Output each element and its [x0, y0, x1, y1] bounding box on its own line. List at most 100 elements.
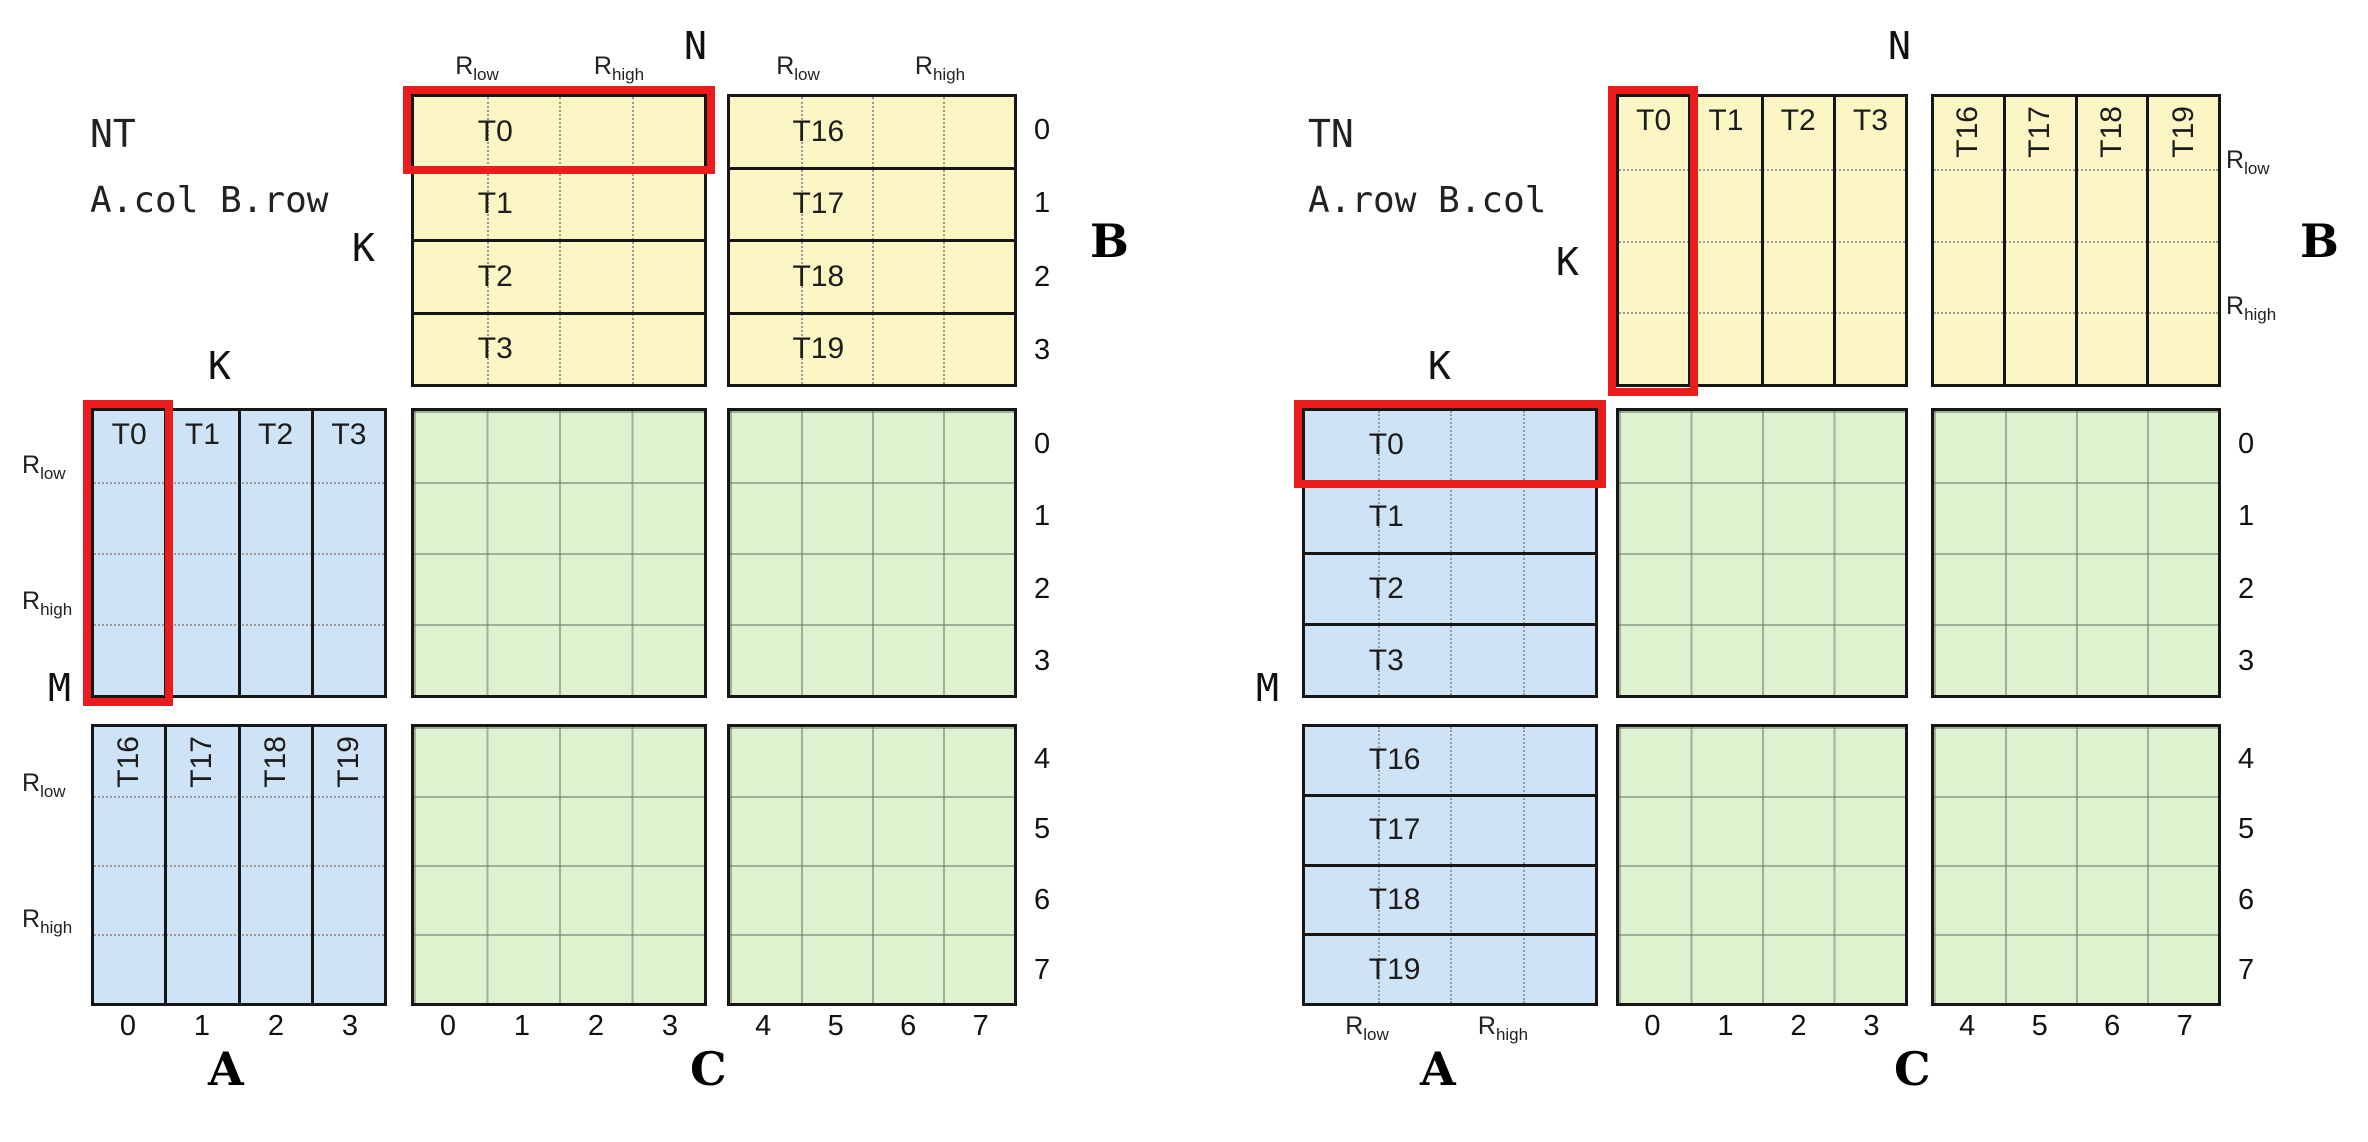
panel-title: NT [90, 112, 136, 156]
tile-label: T1 [184, 418, 220, 451]
matrix-a-label: A [208, 1042, 244, 1096]
r-subscript: high [932, 65, 966, 84]
col-index: 5 [2031, 1010, 2048, 1042]
matrix-b-tileblock-1: T0 T1 T2 T3 [411, 94, 707, 387]
col-index: 1 [1717, 1010, 1734, 1042]
tile-label: T19 [1368, 952, 1421, 986]
tile-label: T2 [1780, 104, 1816, 137]
r-low-label: Rlow [2226, 146, 2270, 179]
tile-strip: T19 [310, 727, 384, 1003]
tile-strip: T1 [1688, 97, 1760, 384]
row-index: 7 [1034, 954, 1051, 987]
tile-label: T3 [331, 418, 367, 451]
r-base: R [1345, 1012, 1364, 1040]
tile-strip: T0 [1305, 411, 1595, 480]
r-base: R [22, 769, 41, 797]
row-index: 4 [1034, 742, 1051, 775]
tile-strip: T18 [1305, 863, 1595, 934]
col-index: 6 [900, 1010, 917, 1042]
tile-strip: T19 [2146, 97, 2218, 384]
k-axis-label: K [1428, 344, 1451, 388]
tile-label: T0 [477, 114, 513, 148]
tile-strip: T19 [730, 311, 1014, 385]
tile-strip: T17 [730, 166, 1014, 240]
tile-strip: T18 [730, 239, 1014, 312]
row-index: 6 [1034, 883, 1051, 916]
n-axis-label: N [1888, 24, 1911, 68]
c-col-indices-left: 0 1 2 3 [411, 1010, 707, 1050]
tile-strip: T16 [730, 97, 1014, 167]
highlight-b-t0 [403, 86, 715, 174]
tile-strip: T18 [237, 727, 311, 1003]
row-index: 3 [1034, 333, 1051, 366]
tile-label: T2 [258, 418, 294, 451]
row-index: 5 [1034, 813, 1051, 846]
row-index: 2 [1034, 260, 1051, 293]
c-row-indices-upper: 0 1 2 3 [2238, 408, 2282, 698]
tile-label: T0 [1368, 428, 1404, 462]
tile-label: T16 [1951, 106, 1985, 158]
row-index: 5 [2238, 813, 2255, 846]
col-index: 2 [267, 1010, 285, 1042]
matrix-b-label: B [1090, 214, 1129, 268]
col-index: 5 [827, 1010, 844, 1042]
tile-strip: T17 [164, 727, 237, 1003]
matrix-a-tileblock-1: T0 T1 T2 T3 [91, 408, 387, 698]
tile-label: T1 [477, 187, 513, 221]
matrix-c-block-br [727, 724, 1017, 1006]
col-index: 0 [1644, 1010, 1661, 1042]
b-row-indices: 0 1 2 3 [1034, 94, 1078, 387]
r-subscript: low [473, 65, 499, 84]
c-row-indices-upper: 0 1 2 3 [1034, 408, 1078, 698]
matrix-c-block-tl [1616, 408, 1908, 698]
row-index: 3 [1034, 645, 1051, 678]
r-base: R [22, 587, 41, 615]
tile-strip: T19 [1305, 933, 1595, 1003]
panel-subtitle: A.row B.col [1308, 180, 1547, 221]
r-low-label: Rlow [22, 769, 66, 802]
k-axis-label: K [1556, 240, 1579, 284]
r-base: R [776, 52, 795, 80]
tile-strip: T3 [1832, 97, 1905, 384]
tile-strip: T3 [1305, 623, 1595, 695]
col-index: 1 [513, 1010, 531, 1042]
panel-title: TN [1308, 112, 1354, 156]
r-high-label: Rhigh [22, 905, 72, 938]
r-base: R [455, 52, 474, 80]
tile-strip: T2 [414, 239, 704, 312]
matrix-a-tileblock-1: T0 T1 T2 T3 [1302, 408, 1598, 698]
row-index: 1 [1034, 500, 1051, 533]
r-subscript: low [2244, 159, 2270, 178]
row-index: 2 [2238, 572, 2255, 605]
highlight-b-t0 [1608, 86, 1698, 396]
tile-strip: T3 [310, 411, 384, 695]
r-low-label: Rlow [434, 52, 520, 85]
tile-strip: T1 [1305, 479, 1595, 552]
row-index: 4 [2238, 742, 2255, 775]
tile-label: T2 [1368, 571, 1404, 605]
tile-label: T19 [2166, 106, 2200, 158]
r-high-label: Rhigh [22, 587, 72, 620]
row-index: 2 [1034, 572, 1051, 605]
col-index: 2 [1790, 1010, 1807, 1042]
matrix-c-block-tr [1931, 408, 2221, 698]
r-base: R [2226, 292, 2245, 320]
r-low-label: Rlow [755, 52, 841, 85]
r-high-label: Rhigh [576, 52, 662, 85]
tile-strip: T3 [414, 311, 704, 385]
col-index: 2 [587, 1010, 605, 1042]
col-index: 4 [1959, 1010, 1976, 1042]
tile-label: T17 [792, 187, 845, 221]
row-index: 1 [2238, 500, 2255, 533]
matrix-c-block-tl [411, 408, 707, 698]
tile-strip: T17 [1305, 793, 1595, 864]
col-index: 3 [1863, 1010, 1880, 1042]
col-index: 7 [2176, 1010, 2193, 1042]
matrix-a-label: A [1420, 1042, 1456, 1096]
tile-strip: T0 [94, 411, 164, 695]
m-axis-label: M [48, 666, 71, 710]
r-base: R [593, 52, 612, 80]
r-base: R [914, 52, 933, 80]
tile-strip: T2 [237, 411, 311, 695]
